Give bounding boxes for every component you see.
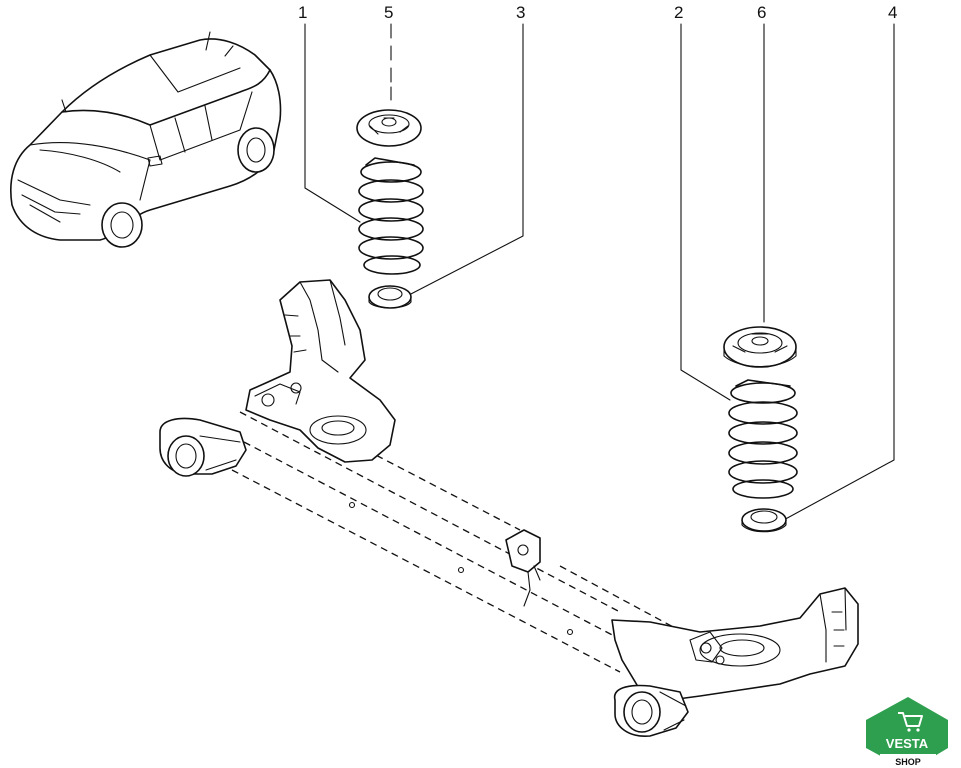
car-illustration — [10, 31, 282, 248]
callout-labels: 1 5 3 2 6 4 — [298, 3, 897, 22]
callout-5: 5 — [384, 3, 393, 22]
vesta-shop-logo: VESTA SHOP — [866, 697, 948, 768]
right-coil-spring — [728, 379, 798, 499]
right-upper-spring-seat — [723, 326, 797, 368]
left-lower-spring-insulator — [368, 285, 412, 309]
callout-6: 6 — [757, 3, 766, 22]
logo-sub-text: SHOP — [895, 757, 921, 767]
callout-4: 4 — [888, 3, 897, 22]
cart-icon — [898, 712, 923, 727]
callout-1: 1 — [298, 3, 307, 22]
logo-hexagon — [866, 697, 948, 760]
callout-3: 3 — [516, 3, 525, 22]
left-coil-spring — [358, 157, 424, 275]
callout-2: 2 — [674, 3, 683, 22]
rear-axle-beam — [159, 279, 859, 737]
logo-brand-text: VESTA — [886, 736, 929, 751]
left-upper-spring-seat — [356, 109, 422, 147]
leader-lines — [304, 23, 895, 523]
right-lower-spring-insulator — [741, 508, 787, 533]
